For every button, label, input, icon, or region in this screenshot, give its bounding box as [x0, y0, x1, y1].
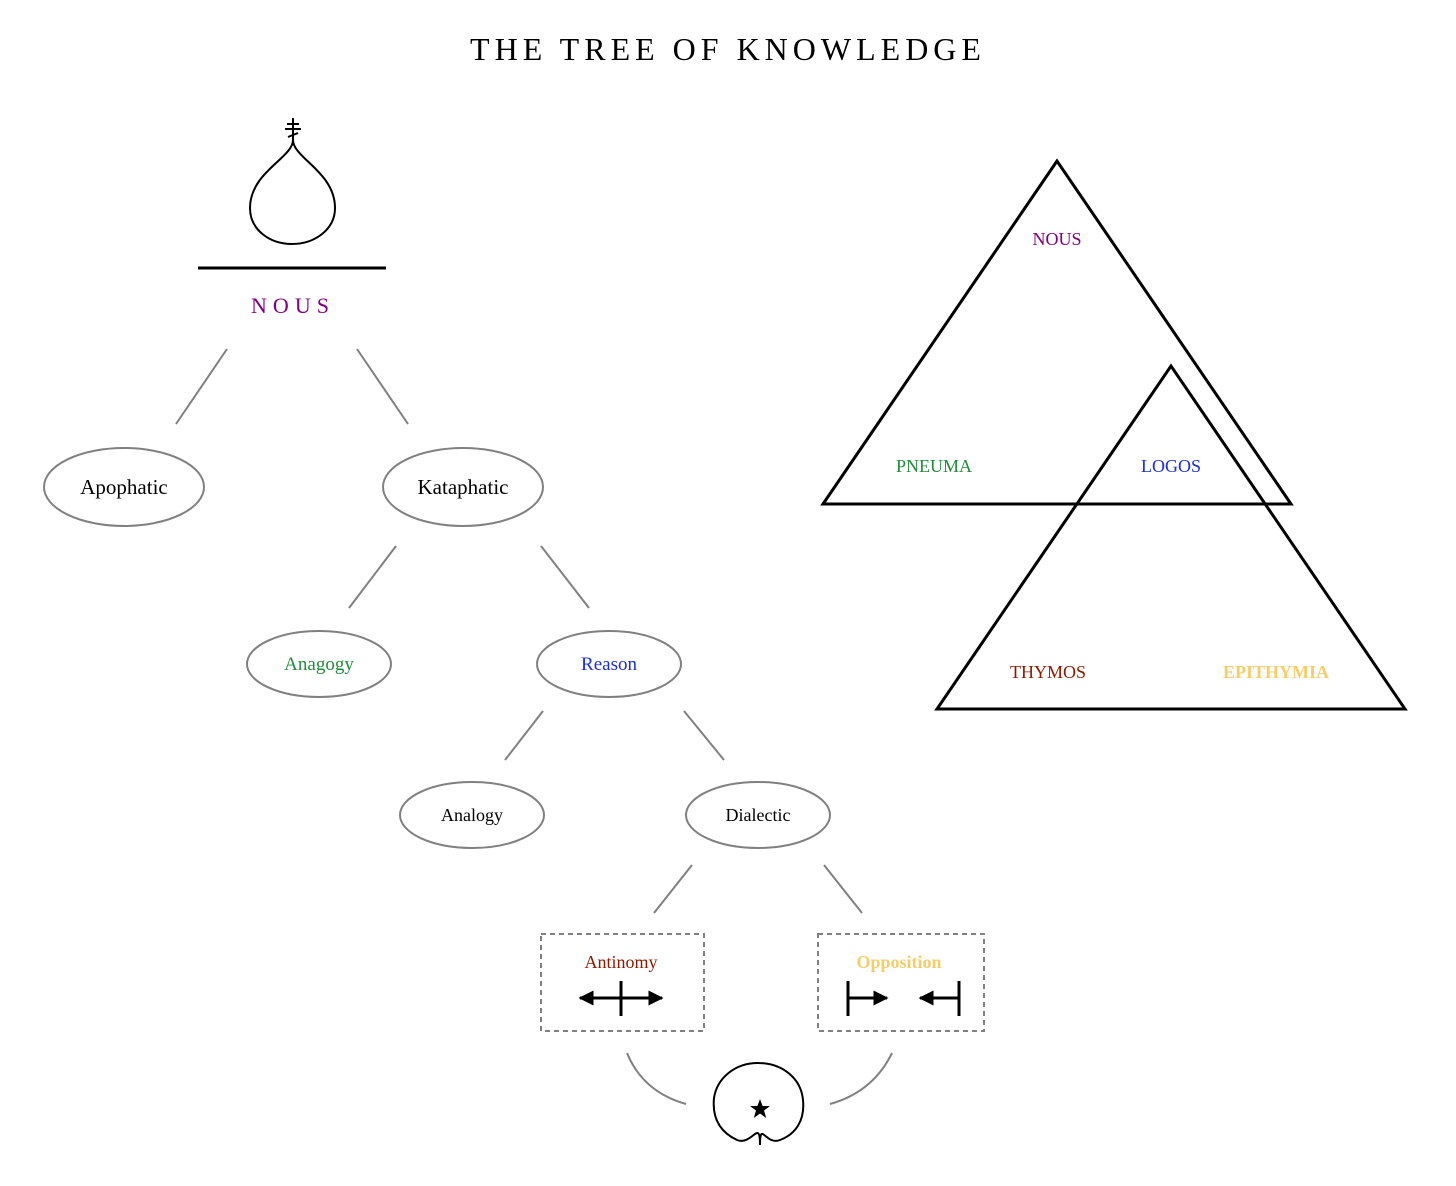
box-opposition-label: Opposition — [856, 952, 941, 972]
crossed-double-arrow-icon — [578, 981, 664, 1016]
node-anagogy[interactable]: Anagogy — [246, 630, 392, 698]
node-dialectic-label: Dialectic — [726, 805, 791, 825]
node-reason[interactable]: Reason — [536, 630, 682, 698]
node-apophatic[interactable]: Apophatic — [43, 447, 205, 527]
triangle-label-pneuma: PNEUMA — [896, 456, 972, 476]
connector-dialectic-antinomy — [653, 864, 693, 914]
star-loop-icon — [712, 1061, 805, 1146]
onion-dome-cross-icon — [248, 118, 337, 246]
box-antinomy-label: Antinomy — [584, 952, 657, 972]
node-anagogy-label: Anagogy — [284, 654, 354, 675]
node-apophatic-label: Apophatic — [80, 475, 167, 499]
upper-triangle — [820, 158, 1294, 506]
root-label-nous: NOUS — [251, 293, 335, 318]
node-kataphatic[interactable]: Kataphatic — [382, 447, 544, 527]
connector-dialectic-opposition — [823, 864, 863, 914]
node-analogy-label: Analogy — [441, 805, 503, 825]
triangle-label-logos: LOGOS — [1141, 456, 1201, 476]
triangle-label-nous: NOUS — [1032, 229, 1081, 249]
box-antinomy[interactable]: Antinomy — [540, 933, 705, 1032]
triangle-label-thymos: THYMOS — [1010, 662, 1086, 682]
node-dialectic[interactable]: Dialectic — [685, 781, 831, 849]
connector-kataphatic-reason — [540, 545, 590, 609]
connector-root-kataphatic — [356, 348, 409, 425]
triangle-label-epithymia: EPITHYMIA — [1223, 662, 1329, 682]
node-reason-label: Reason — [581, 654, 637, 675]
connector-kataphatic-anagogy — [348, 545, 397, 609]
node-kataphatic-label: Kataphatic — [418, 475, 509, 499]
lower-triangle — [934, 363, 1408, 711]
diagram-title: THE TREE OF KNOWLEDGE — [470, 31, 986, 67]
connector-reason-dialectic — [683, 710, 725, 761]
curve-antinomy-bottom — [626, 1052, 687, 1105]
opposing-arrows-icon — [846, 981, 961, 1016]
connector-root-apophatic — [175, 348, 228, 425]
node-analogy[interactable]: Analogy — [399, 781, 545, 849]
box-opposition[interactable]: Opposition — [817, 933, 985, 1032]
curve-opposition-bottom — [829, 1052, 893, 1105]
connector-reason-analogy — [504, 710, 544, 761]
